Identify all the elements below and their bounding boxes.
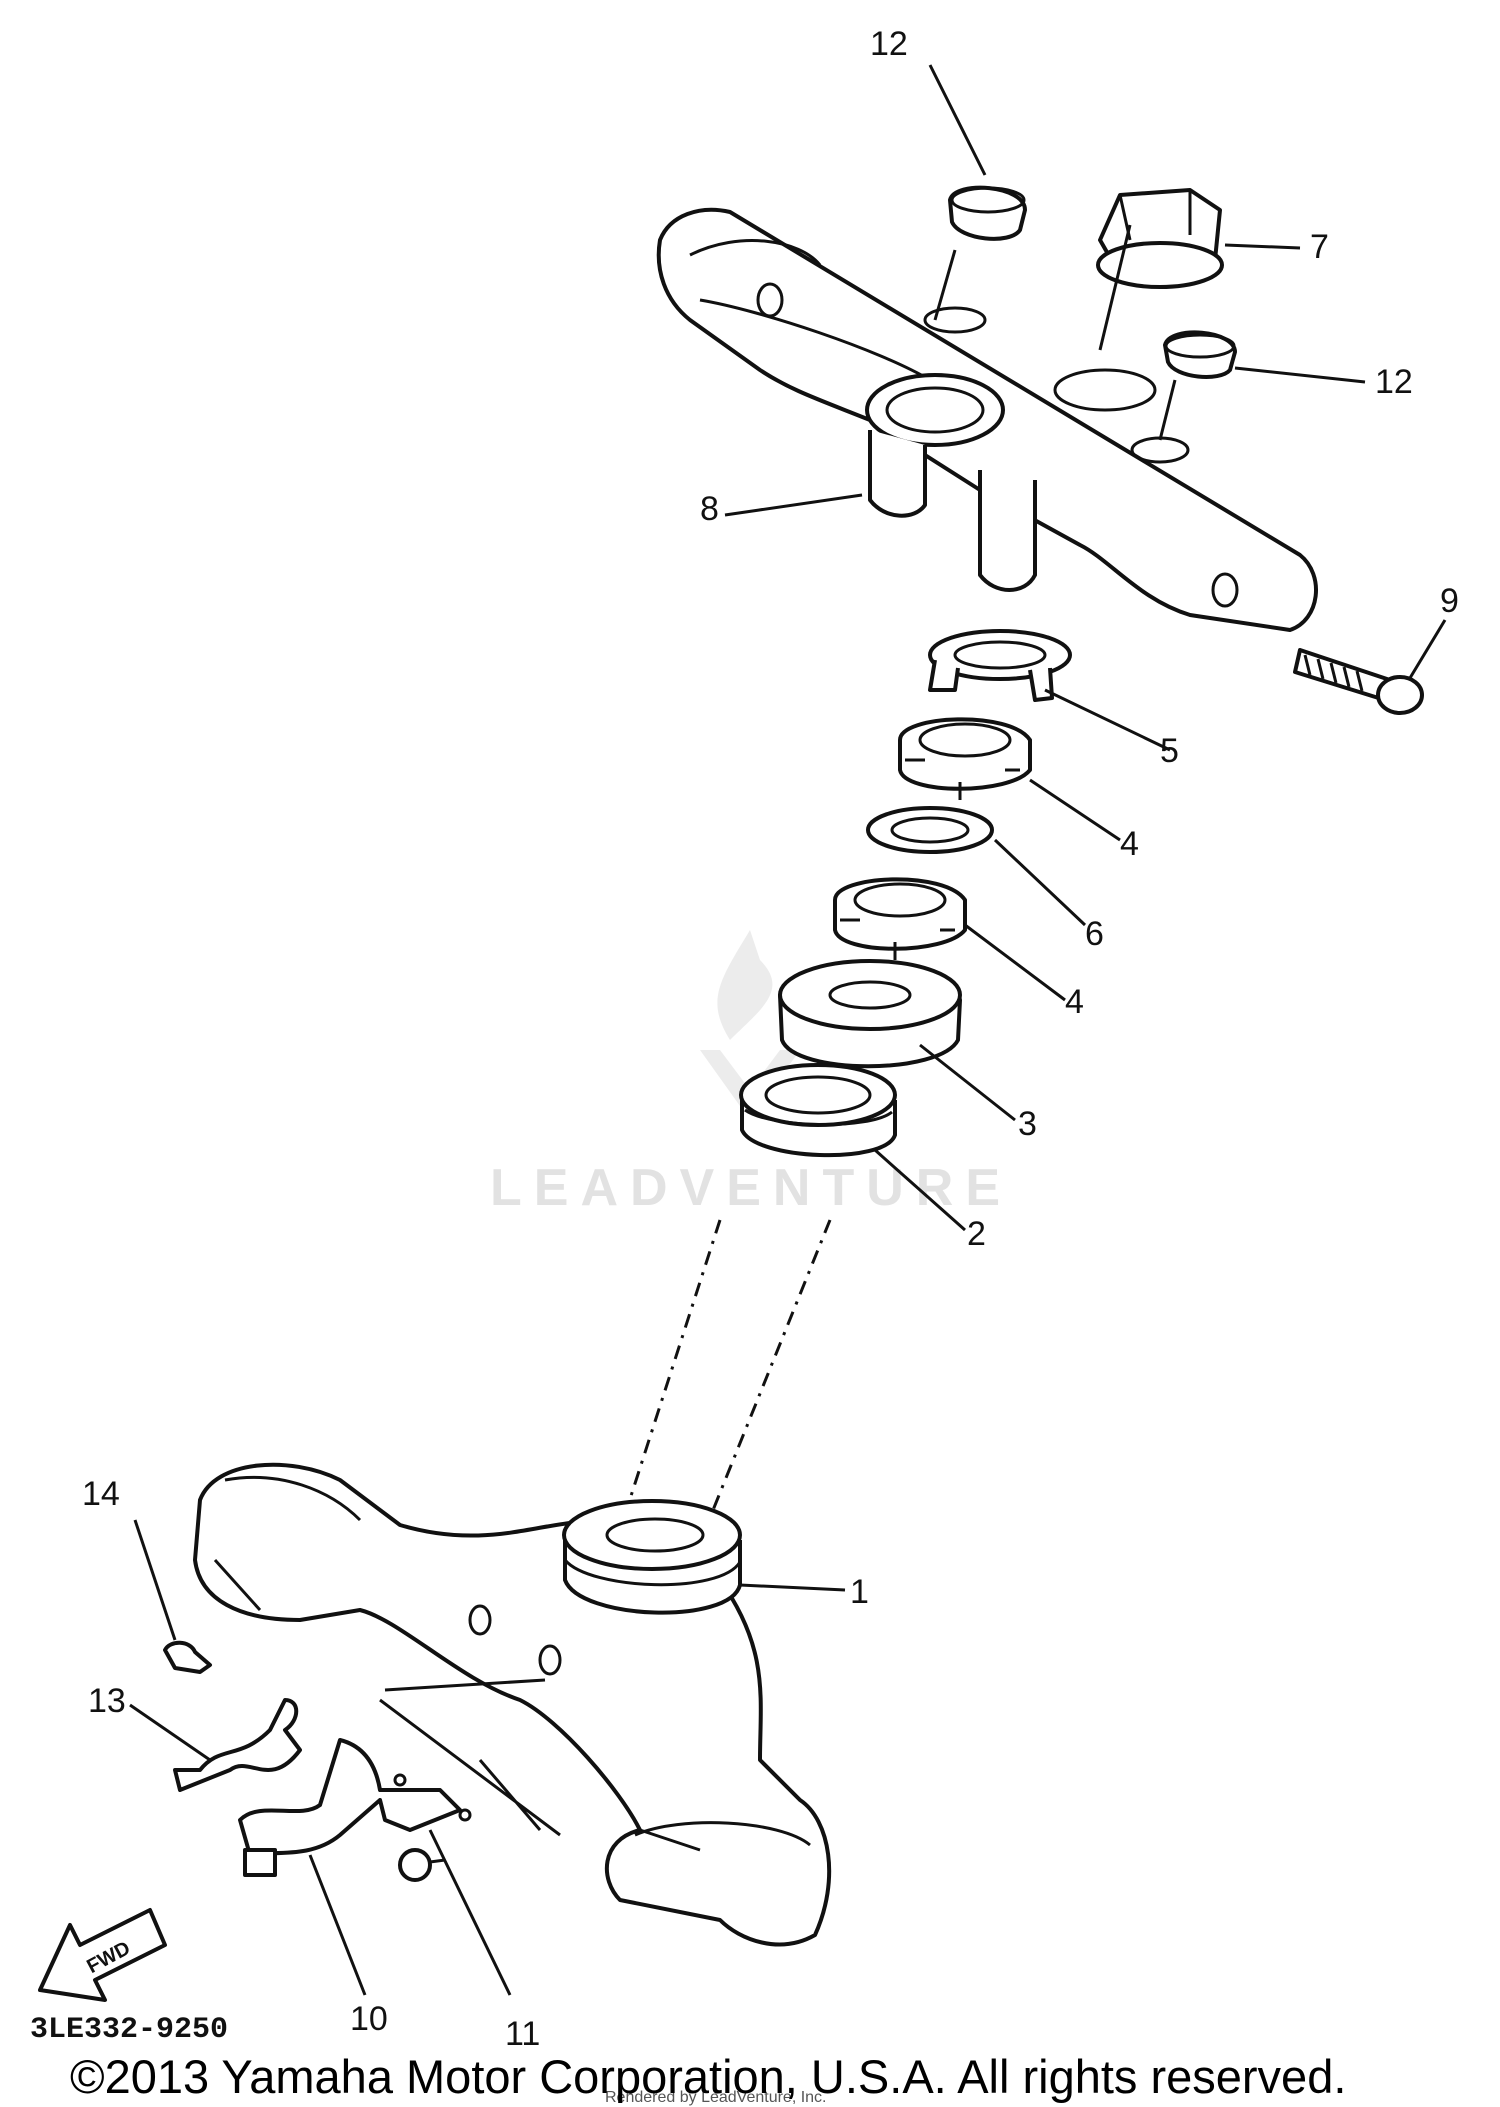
- callout-3: 3: [1018, 1105, 1037, 1143]
- cap-12-right: [1163, 330, 1237, 379]
- ring-nut-4-upper: [898, 717, 1032, 800]
- washer-6: [866, 806, 994, 854]
- callout-12-right: 12: [1375, 363, 1413, 401]
- callout-11: 11: [505, 2015, 540, 2053]
- upper-bracket: [656, 207, 1318, 632]
- bearing-1: [562, 1499, 742, 1615]
- dust-seal-3: [778, 959, 962, 1069]
- watermark-text: LEADVENTURE: [490, 1159, 1012, 1217]
- bearing-2: [739, 1063, 897, 1158]
- cap-12-left: [948, 185, 1027, 241]
- callout-9: 9: [1440, 582, 1459, 620]
- callout-4-lower: 4: [1065, 983, 1084, 1021]
- watermark-v-icon: [700, 1050, 800, 1120]
- bolt-9: [1293, 648, 1424, 715]
- watermark: LEADVENTURE: [490, 930, 1012, 1217]
- callout-14: 14: [82, 1475, 120, 1513]
- copyright-text: ©2013 Yamaha Motor Corporation, U.S.A. A…: [70, 2050, 1346, 2103]
- clamp-13: [173, 1698, 302, 1792]
- callouts: 12 7 12 8 9 5 4 6 4 3 2 1 14 13 10 11: [82, 25, 1459, 2053]
- bracket-10: [238, 1738, 472, 1877]
- callout-2: 2: [967, 1215, 986, 1253]
- callout-10: 10: [350, 2000, 388, 2038]
- callout-1: 1: [850, 1573, 869, 1611]
- diagram-code: 3LE332-9250: [30, 2013, 228, 2047]
- leader-lines: [129, 64, 1447, 1996]
- stem-nut-7: [1096, 188, 1224, 289]
- callout-8: 8: [700, 490, 719, 528]
- forward-arrow: FWD: [38, 1908, 167, 2002]
- screw-11: [398, 1848, 446, 1882]
- screw-14: [163, 1640, 212, 1674]
- callout-12-top: 12: [870, 25, 908, 63]
- callout-6: 6: [1085, 915, 1104, 953]
- ring-nut-4-lower: [833, 877, 967, 960]
- lock-washer-5: [928, 629, 1072, 702]
- steering-stem: [618, 1219, 832, 1531]
- callout-7: 7: [1310, 228, 1329, 266]
- rendered-by-text: Rendered by LeadVenture, Inc.: [605, 2089, 827, 2106]
- callout-13: 13: [88, 1682, 126, 1720]
- watermark-flame-icon: [717, 930, 773, 1040]
- callout-4-upper: 4: [1120, 825, 1139, 863]
- callout-5: 5: [1160, 732, 1179, 770]
